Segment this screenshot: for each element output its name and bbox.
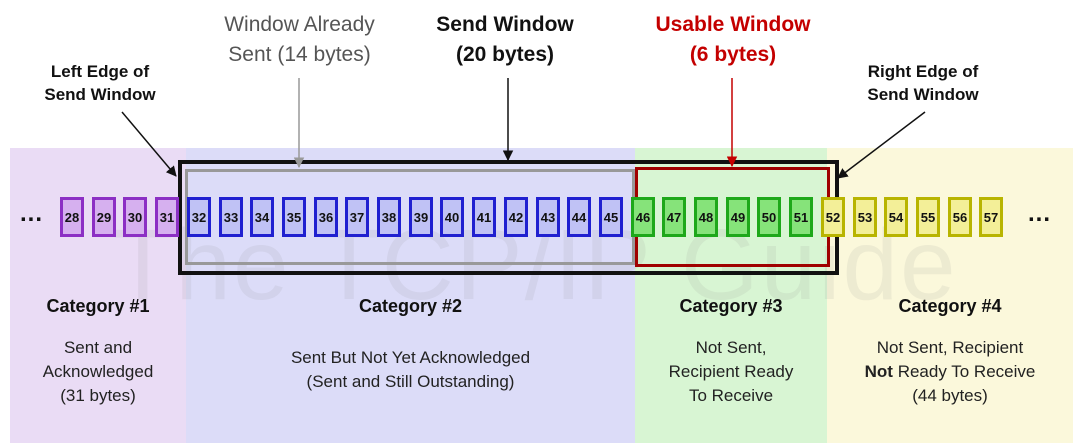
byte-36: 36 — [314, 197, 338, 237]
category-3-title: Category #3 — [679, 296, 783, 316]
byte-33: 33 — [219, 197, 243, 237]
already-sent-label-line1: Window Already — [224, 13, 375, 36]
left-edge-label-line1: Left Edge of — [50, 62, 150, 81]
category-2-title: Category #2 — [358, 296, 463, 316]
left-edge-arrow — [121, 111, 177, 177]
right-edge-label-line2: Send Window — [867, 85, 979, 104]
send-window-label-line1: Send Window — [436, 13, 574, 36]
category-1-desc-line2: Acknowledged — [42, 362, 154, 381]
byte-39: 39 — [409, 197, 433, 237]
already-sent-label: Window Already Sent (14 bytes) — [192, 10, 407, 70]
byte-32: 32 — [187, 197, 211, 237]
ellipsis-right: ... — [1028, 200, 1052, 227]
category-4-desc-line2-rest: Ready To Receive — [892, 362, 1036, 381]
usable-window-label-line1: Usable Window — [655, 13, 811, 36]
byte-40: 40 — [440, 197, 464, 237]
send-window-label-line2: (20 bytes) — [455, 43, 555, 66]
category-3-desc-line3: To Receive — [688, 386, 774, 405]
byte-50: 50 — [757, 197, 781, 237]
byte-43: 43 — [536, 197, 560, 237]
byte-34: 34 — [250, 197, 274, 237]
right-edge-arrow — [837, 111, 926, 179]
category-3-description: Not Sent, Recipient Ready To Receive — [635, 336, 827, 408]
left-edge-label: Left Edge of Send Window — [10, 60, 190, 106]
usable-window-label: Usable Window (6 bytes) — [618, 10, 848, 70]
byte-31: 31 — [155, 197, 179, 237]
category-3-desc-line1: Not Sent, — [695, 338, 767, 357]
byte-28: 28 — [60, 197, 84, 237]
byte-53: 53 — [853, 197, 877, 237]
byte-54: 54 — [884, 197, 908, 237]
category-1-desc-line1: Sent and — [63, 338, 133, 357]
category-4-desc-line3: (44 bytes) — [912, 386, 988, 405]
byte-55: 55 — [916, 197, 940, 237]
category-1-description: Sent and Acknowledged (31 bytes) — [10, 336, 186, 408]
category-4-description: Not Sent, Recipient Not Ready To Receive… — [827, 336, 1073, 408]
byte-30: 30 — [123, 197, 147, 237]
byte-46: 46 — [631, 197, 655, 237]
usable-window-label-line2: (6 bytes) — [689, 43, 777, 66]
left-edge-label-line2: Send Window — [44, 85, 156, 104]
byte-48: 48 — [694, 197, 718, 237]
category-1-title: Category #1 — [46, 296, 150, 316]
byte-49: 49 — [726, 197, 750, 237]
byte-29: 29 — [92, 197, 116, 237]
category-2-desc-line1: Sent But Not Yet Acknowledged — [290, 348, 531, 367]
category-4-desc-line1: Not Sent, Recipient — [876, 338, 1024, 357]
category-4-title: Category #4 — [898, 296, 1002, 316]
byte-41: 41 — [472, 197, 496, 237]
category-4-desc-line2: Not Ready To Receive — [827, 360, 1073, 384]
byte-37: 37 — [345, 197, 369, 237]
byte-47: 47 — [662, 197, 686, 237]
byte-52: 52 — [821, 197, 845, 237]
byte-51: 51 — [789, 197, 813, 237]
byte-56: 56 — [948, 197, 972, 237]
category-2-description: Sent But Not Yet Acknowledged (Sent and … — [186, 346, 635, 394]
byte-38: 38 — [377, 197, 401, 237]
category-1-desc-line3: (31 bytes) — [60, 386, 136, 405]
already-sent-label-line2: Sent (14 bytes) — [228, 43, 371, 66]
byte-57: 57 — [979, 197, 1003, 237]
byte-35: 35 — [282, 197, 306, 237]
right-edge-label: Right Edge of Send Window — [828, 60, 1018, 106]
byte-44: 44 — [567, 197, 591, 237]
category-2-desc-line2: (Sent and Still Outstanding) — [306, 372, 515, 391]
category-4-desc-bold: Not — [864, 362, 893, 381]
byte-45: 45 — [599, 197, 623, 237]
right-edge-label-line1: Right Edge of — [867, 62, 979, 81]
byte-42: 42 — [504, 197, 528, 237]
ellipsis-left: ... — [20, 200, 44, 227]
send-window-label: Send Window (20 bytes) — [400, 10, 610, 70]
category-3-desc-line2: Recipient Ready — [668, 362, 794, 381]
